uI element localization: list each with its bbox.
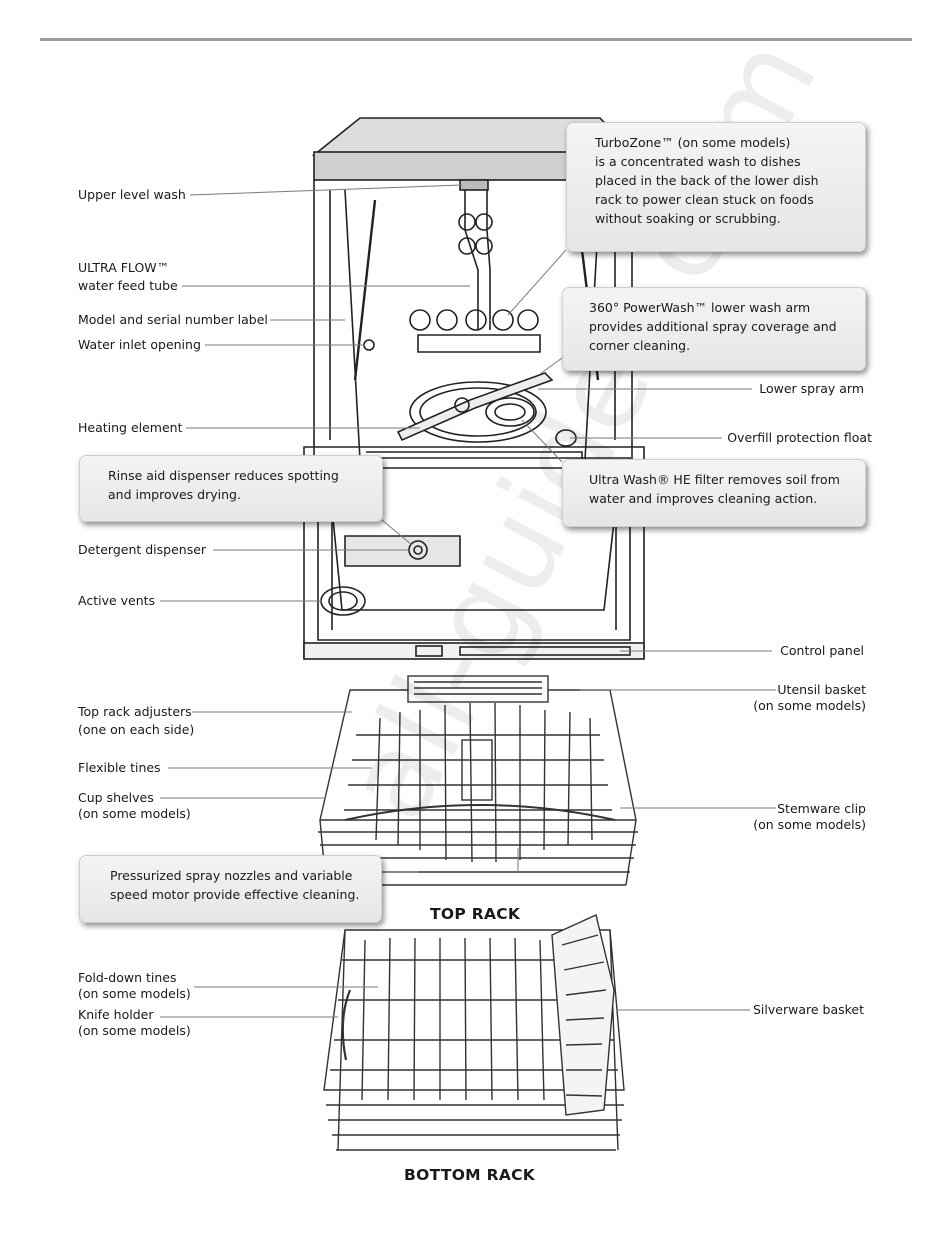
- label-heating-element: Heating element: [78, 420, 183, 435]
- label-ultra-flow: ULTRA FLOW™: [78, 260, 170, 275]
- header-rule: [40, 38, 912, 41]
- label-overfill-float: Overfill protection float: [727, 430, 872, 445]
- label-active-vents: Active vents: [78, 593, 156, 608]
- label-knife-holder: Knife holder: [78, 1007, 154, 1022]
- label-utensil-basket-sub: (on some models): [753, 698, 866, 713]
- callout-pressurized: Pressurized spray nozzles and variable s…: [79, 855, 382, 923]
- callout-pressurized-line: speed motor provide effective cleaning.: [110, 887, 360, 902]
- callout-ultra-wash-line: Ultra Wash® HE filter removes soil from: [589, 472, 840, 487]
- label-flexible-tines: Flexible tines: [78, 760, 161, 775]
- callout-turbozone: TurboZone™ (on some models) is a concent…: [566, 122, 866, 252]
- callout-ultra-wash: Ultra Wash® HE filter removes soil from …: [562, 459, 866, 527]
- callout-powerwash-line: provides additional spray coverage and: [589, 319, 837, 334]
- callout-turbozone-line: without soaking or scrubbing.: [595, 211, 781, 226]
- label-utensil-basket: Utensil basket: [777, 682, 866, 697]
- label-lower-spray-arm: Lower spray arm: [759, 381, 864, 396]
- callout-rinse-aid-line: and improves drying.: [108, 487, 241, 502]
- callout-rinse-aid-line: Rinse aid dispenser reduces spotting: [108, 468, 339, 483]
- label-fold-down-tines: Fold-down tines: [78, 970, 177, 985]
- callout-powerwash: 360° PowerWash™ lower wash arm provides …: [562, 287, 866, 371]
- callout-ultra-wash-line: water and improves cleaning action.: [589, 491, 818, 506]
- callout-rinse-aid: Rinse aid dispenser reduces spotting and…: [79, 455, 383, 522]
- label-ultra-flow-sub: water feed tube: [78, 278, 178, 293]
- bottom-rack-title: BOTTOM RACK: [404, 1166, 536, 1184]
- label-cup-shelves-sub: (on some models): [78, 806, 191, 821]
- label-model-serial: Model and serial number label: [78, 312, 268, 327]
- callout-turbozone-line: placed in the back of the lower dish: [595, 173, 819, 188]
- label-control-panel: Control panel: [780, 643, 864, 658]
- label-upper-level-wash: Upper level wash: [78, 187, 186, 202]
- label-top-rack-adjusters: Top rack adjusters: [78, 704, 192, 719]
- label-cup-shelves: Cup shelves: [78, 790, 154, 805]
- label-fold-down-tines-sub: (on some models): [78, 986, 191, 1001]
- callout-turbozone-line: is a concentrated wash to dishes: [595, 154, 801, 169]
- label-stemware-clip: Stemware clip: [777, 801, 866, 816]
- callout-powerwash-line: 360° PowerWash™ lower wash arm: [589, 300, 811, 315]
- label-knife-holder-sub: (on some models): [78, 1023, 191, 1038]
- label-stemware-clip-sub: (on some models): [753, 817, 866, 832]
- callout-powerwash-line: corner cleaning.: [589, 338, 691, 353]
- label-silverware-basket: Silverware basket: [752, 1002, 864, 1017]
- label-water-inlet: Water inlet opening: [78, 337, 201, 352]
- callout-turbozone-line: TurboZone™ (on some models): [595, 135, 791, 150]
- label-top-rack-adjusters-sub: (one on each side): [78, 722, 195, 737]
- callout-turbozone-line: rack to power clean stuck on foods: [595, 192, 814, 207]
- top-rack-title: TOP RACK: [430, 905, 521, 923]
- label-detergent-dispenser: Detergent dispenser: [78, 542, 207, 557]
- callout-pressurized-line: Pressurized spray nozzles and variable: [110, 868, 353, 883]
